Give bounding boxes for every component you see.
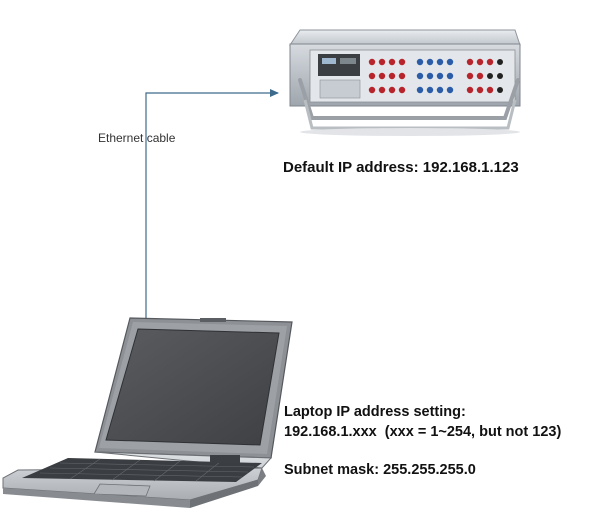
laptop-subnet-mask: Subnet mask: 255.255.255.0 [284, 462, 476, 478]
ethernet-cable-line [145, 89, 279, 318]
laptop-ip-range: 192.168.1.xxx (xxx = 1~254, but not 123) [284, 424, 562, 440]
laptop-ip-setting-title: Laptop IP address setting: [284, 404, 466, 420]
laptop-icon [2, 317, 293, 508]
relay-test-set-icon [289, 29, 521, 136]
device-default-ip-label: Default IP address: 192.168.1.123 [283, 159, 519, 176]
ethernet-cable-label: Ethernet cable [98, 131, 176, 145]
